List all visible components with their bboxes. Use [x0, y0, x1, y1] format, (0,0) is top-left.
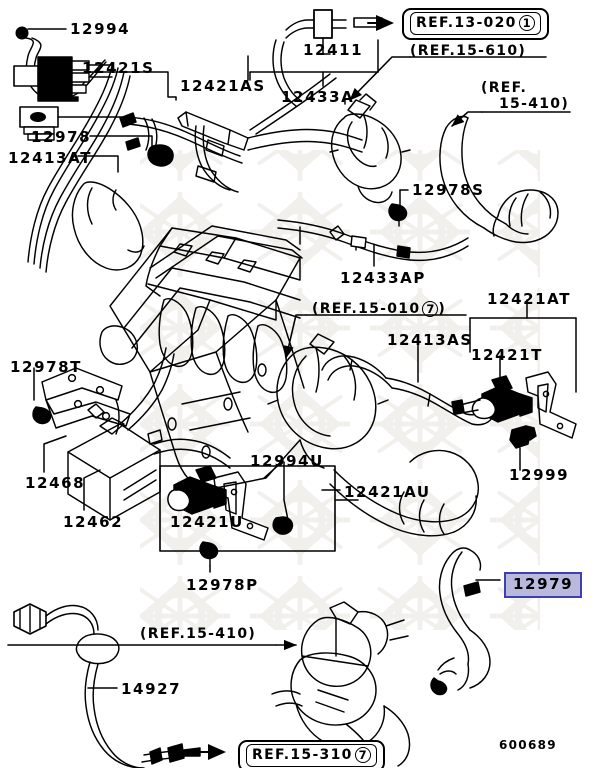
- part-label-12421AS: 12421AS: [180, 77, 266, 95]
- background-watermark: [140, 150, 540, 630]
- part-label-12978P: 12978P: [186, 576, 259, 594]
- part-label-12421AU: 12421AU: [344, 483, 431, 501]
- part-label-12413AS: 12413AS: [387, 331, 473, 349]
- bracket-rail: [177, 111, 249, 193]
- reference-box-13-020[interactable]: REF.13-020 1: [402, 8, 549, 40]
- part-label-12421S: 12421S: [82, 59, 155, 77]
- part-12999-bolt: [509, 425, 537, 463]
- part-12433A-body: [329, 93, 411, 204]
- part-label-12978T: 12978T: [10, 358, 83, 376]
- reference-box-15-310-circle: 7: [354, 747, 371, 763]
- line-art-group: [7, 9, 577, 768]
- part-12978T-bracket: [32, 367, 131, 435]
- part-12978S-clip: [388, 203, 408, 227]
- intercooler-pipe: [439, 115, 559, 244]
- part-label-14927: 14927: [121, 680, 182, 698]
- part-label-12421U: 12421U: [170, 513, 244, 531]
- reference-15-010-circle: 7: [422, 301, 439, 318]
- leader-lines: [27, 28, 577, 689]
- harness-12433AP: [277, 219, 469, 262]
- harness-centre-top: [125, 116, 243, 167]
- reference-15-010-suffix: ): [438, 301, 447, 317]
- throttle-body: [271, 601, 411, 767]
- part-label-12994: 12994: [70, 20, 131, 38]
- reference-15-410-top: (REF. 15-410): [481, 80, 569, 112]
- part-label-12413AT: 12413AT: [8, 149, 93, 167]
- reference-leaders: [7, 15, 571, 760]
- turbo-housing: [267, 333, 389, 469]
- hose-canister-up: [119, 347, 231, 469]
- part-12421AT-bracket: [525, 371, 577, 439]
- drawing-number: 600689: [499, 738, 557, 752]
- part-label-12411: 12411: [303, 41, 364, 59]
- part-label-12468: 12468: [25, 474, 86, 492]
- highlighted-part-12979[interactable]: 12979: [504, 572, 583, 598]
- reference-box-15-310-label: REF.15-310: [252, 747, 353, 763]
- part-label-12421T: 12421T: [471, 346, 544, 364]
- part-label-12421AT: 12421AT: [487, 290, 572, 308]
- part-12421S-solenoid: [13, 56, 127, 141]
- part-label-12433A: 12433A: [281, 88, 355, 106]
- reference-box-13-020-label: REF.13-020: [416, 15, 517, 31]
- reference-15-410-bottom: (REF.15-410): [140, 626, 257, 642]
- hose-bundle-left: [27, 65, 141, 273]
- detail-inset-box: [159, 465, 359, 552]
- reference-15-410-top-line2: 15-410): [499, 96, 570, 113]
- reference-15-010: (REF.15-010 7 ): [312, 301, 447, 318]
- part-12421AU-hose: [329, 449, 480, 537]
- part-label-12978: 12978: [31, 128, 92, 146]
- reference-box-15-310[interactable]: REF.15-310 7: [238, 740, 385, 768]
- part-label-12999: 12999: [509, 466, 570, 484]
- reference-box-13-020-circle: 1: [518, 15, 535, 31]
- part-label-12462: 12462: [63, 513, 124, 531]
- part-label-12433AP: 12433AP: [340, 269, 426, 287]
- part-12994U-bracket: [213, 471, 294, 541]
- part-12979-hose: [430, 547, 491, 696]
- part-12978P-clip: [199, 541, 219, 567]
- part-14927-cable: [13, 603, 201, 768]
- reference-15-010-prefix: (REF.15-010: [312, 301, 421, 317]
- part-label-12978S: 12978S: [412, 181, 485, 199]
- reference-15-410-top-line1: (REF.: [481, 80, 528, 96]
- reference-15-610: (REF.15-610): [410, 43, 527, 59]
- part-label-12994U: 12994U: [250, 452, 324, 470]
- vacuum-canister: [71, 181, 145, 271]
